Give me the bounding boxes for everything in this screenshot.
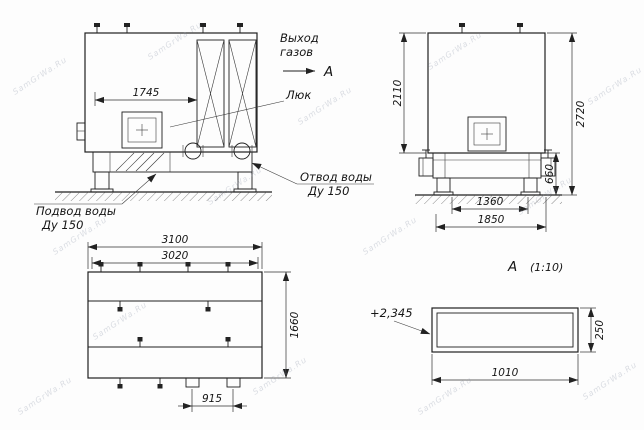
water-outlet-leader [251, 162, 298, 185]
water-flange-right [231, 142, 253, 160]
support-legs-side [433, 177, 541, 196]
water-flange-left [182, 142, 204, 160]
dim-660-text: 660 [544, 164, 556, 184]
dim-3020: 3020 [91, 250, 259, 269]
watermark-text: SamGrWa.Ru [416, 375, 474, 417]
plan-outline [87, 271, 263, 379]
lifting-lugs-side [459, 23, 523, 33]
watermark-text: SamGrWa.Ru [361, 215, 419, 257]
ground-hatch [55, 192, 272, 201]
water-inlet-label-line2: Ду 150 [41, 218, 83, 232]
side-bracket [76, 122, 86, 141]
watermark-text: SamGrWa.Ru [251, 355, 309, 397]
water-outlet-label-line2: Ду 150 [307, 184, 349, 198]
support-legs-front [90, 171, 257, 193]
gas-duct-right [228, 39, 257, 148]
dim-1745: 1745 [94, 87, 198, 106]
dim-250: 250 [580, 307, 606, 353]
section-scale: (1:10) [530, 261, 563, 274]
dim-1010-text: 1010 [492, 367, 519, 379]
section-outer-wall [431, 307, 579, 353]
water-outlet-label-line1: Отвод воды [300, 170, 372, 184]
watermark-text: SamGrWa.Ru [16, 375, 74, 417]
hatch-leader [169, 100, 285, 128]
manhole-front [121, 111, 163, 149]
watermark-text: SamGrWa.Ru [146, 20, 204, 62]
section-arrow-label: А [323, 64, 333, 80]
dim-1660-text: 1660 [289, 311, 301, 338]
dim-1850-text: 1850 [478, 214, 505, 226]
gas-duct-left [196, 39, 225, 148]
dim-1660: 1660 [264, 271, 301, 379]
base-frame-front [92, 151, 253, 173]
watermark-text: SamGrWa.Ru [426, 30, 484, 72]
side-view: 2110 2720 660 1360 1850 [392, 23, 587, 232]
elevation-leader [393, 320, 431, 335]
dim-2720: 2720 [547, 32, 587, 196]
dim-2110: 2110 [392, 32, 426, 154]
front-view: 1745 Выход газов А Люк Отвод воды Ду 150… [34, 23, 374, 232]
pipe-stub-left [418, 149, 434, 177]
section-inner-wall [436, 312, 574, 348]
dim-2110-text: 2110 [392, 79, 404, 106]
base-frame-side [432, 152, 542, 179]
dim-1850: 1850 [435, 197, 547, 232]
dim-660: 660 [543, 152, 560, 196]
mounting-tabs [185, 377, 241, 388]
hatch-label: Люк [285, 88, 311, 102]
dim-1360: 1360 [451, 196, 529, 214]
dim-250-text: 250 [594, 320, 606, 340]
manhole-side [467, 116, 507, 152]
boiler-body-front [84, 32, 258, 153]
ground-hatch-side [415, 195, 562, 204]
dim-915-text: 915 [202, 393, 222, 405]
dim-1010: 1010 [431, 354, 579, 385]
section-title: А [507, 259, 517, 275]
gas-outlet-label-line2: газов [280, 45, 313, 59]
dim-3020-text: 3020 [162, 250, 189, 262]
watermark-text: SamGrWa.Ru [581, 360, 639, 402]
dim-3100: 3100 [87, 234, 263, 269]
section-view: А (1:10) +2,345 1010 250 [370, 259, 606, 385]
plan-view: 3100 3020 1660 915 [87, 234, 301, 412]
gas-outlet-label-line1: Выход [280, 31, 319, 45]
dim-2720-text: 2720 [575, 100, 587, 127]
dim-3100-text: 3100 [162, 234, 189, 246]
watermark-text: SamGrWa.Ru [11, 55, 69, 97]
lifting-lugs-front [94, 23, 243, 33]
water-inlet-leader [121, 173, 157, 205]
dim-1745-text: 1745 [133, 87, 160, 99]
dim-1360-text: 1360 [477, 196, 504, 208]
water-inlet-label-line1: Подвод воды [36, 204, 116, 218]
watermark-text: SamGrWa.Ru [586, 65, 644, 107]
dim-915: 915 [178, 389, 247, 412]
elevation-label: +2,345 [370, 306, 413, 320]
